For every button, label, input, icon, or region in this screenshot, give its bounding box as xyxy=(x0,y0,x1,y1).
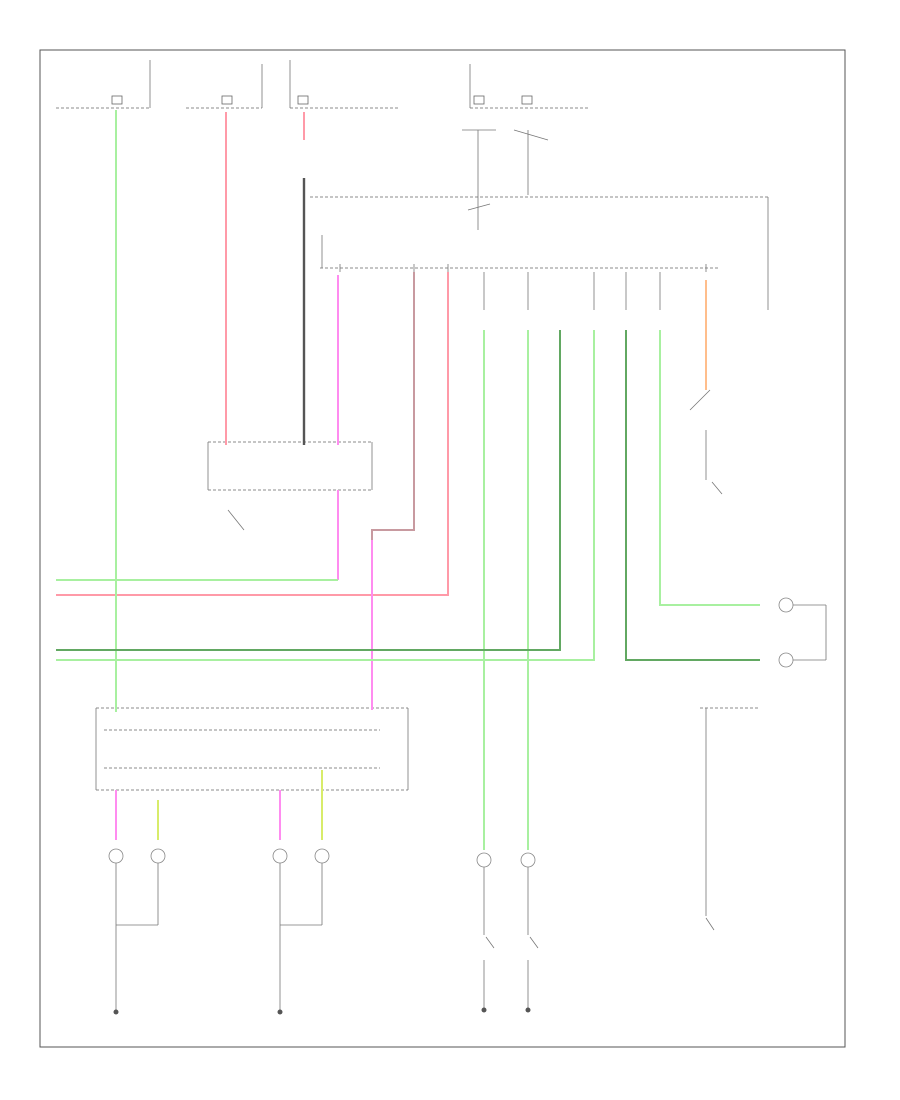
lamp-bottom-6 xyxy=(520,852,536,868)
fuse-box-1 xyxy=(56,60,151,109)
front-control-unit xyxy=(95,707,409,791)
ground-4 xyxy=(525,1007,531,1013)
wire-dkgreen-2 xyxy=(625,330,760,661)
right-switch xyxy=(689,389,723,495)
door-switch-bottom xyxy=(483,867,539,1008)
connector-ticks xyxy=(339,264,707,310)
wire-green-6 xyxy=(659,330,760,606)
diagram-frame xyxy=(39,49,846,1048)
ground-wiring-left xyxy=(115,863,323,1010)
wire-pink-3 xyxy=(56,272,449,596)
lamp-bottom-2 xyxy=(150,848,166,864)
lamp-right-1 xyxy=(778,597,827,660)
fuse-box-2 xyxy=(186,64,263,109)
control-module-box xyxy=(310,196,769,310)
combination-switch xyxy=(207,441,373,531)
fuse-box-4 xyxy=(469,64,590,109)
ground-3 xyxy=(481,1007,487,1013)
wire-mauve-1 xyxy=(371,272,415,540)
lamp-bottom-5 xyxy=(476,852,492,868)
lamp-right-2 xyxy=(778,652,826,668)
ground-2 xyxy=(277,1009,283,1015)
wire-green-5 xyxy=(56,330,595,661)
lamp-bottom-3 xyxy=(272,848,288,864)
ground-1 xyxy=(113,1009,119,1015)
lamp-bottom-4 xyxy=(314,848,330,864)
relay-top xyxy=(462,129,549,230)
door-switch-right xyxy=(700,707,760,931)
fuse-box-3 xyxy=(289,60,398,109)
lamp-bottom-1 xyxy=(108,848,124,864)
wire-dkgreen-1 xyxy=(56,330,561,651)
